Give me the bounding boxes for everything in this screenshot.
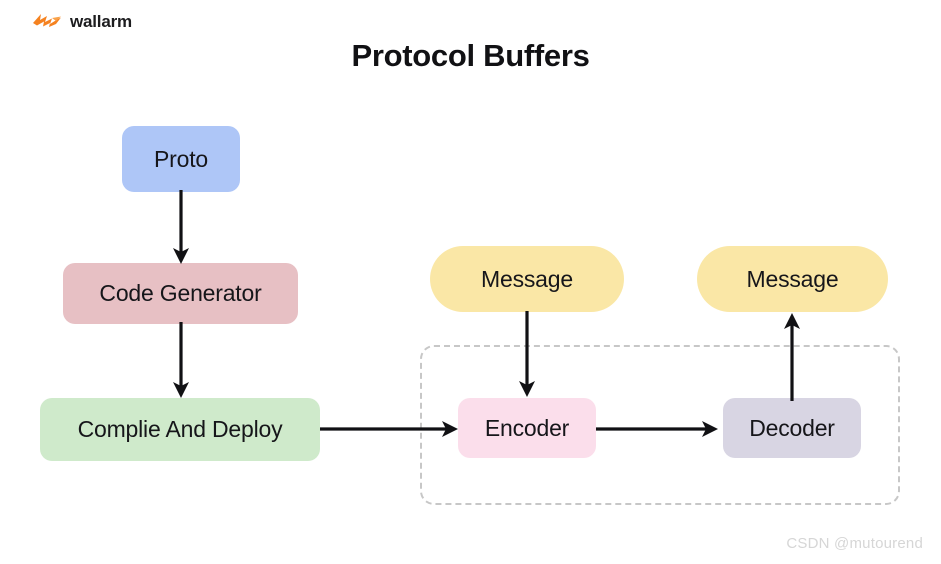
node-message-output[interactable]: Message: [697, 246, 888, 312]
arrow-message-to-encoder: [519, 311, 535, 397]
node-decoder[interactable]: Decoder: [723, 398, 861, 458]
node-encoder[interactable]: Encoder: [458, 398, 596, 458]
node-code-generator[interactable]: Code Generator: [63, 263, 298, 324]
page-title: Protocol Buffers: [351, 38, 590, 73]
arrow-code-generator-to-complie: [173, 322, 189, 398]
brand-name: wallarm: [70, 11, 132, 31]
arrow-complie-to-encoder: [320, 421, 458, 437]
arrow-encoder-to-decoder: [596, 421, 718, 437]
wallarm-logo: wallarm: [32, 8, 132, 34]
arrow-proto-to-code-generator: [173, 190, 189, 264]
encoder-decoder-group: [420, 345, 900, 505]
arrow-decoder-to-message: [784, 313, 800, 401]
node-message-input[interactable]: Message: [430, 246, 624, 312]
watermark: CSDN @mutourend: [786, 535, 923, 552]
node-complie-and-deploy[interactable]: Complie And Deploy: [40, 398, 320, 461]
node-proto[interactable]: Proto: [122, 126, 240, 192]
wallarm-bolt-icon: [33, 14, 61, 27]
